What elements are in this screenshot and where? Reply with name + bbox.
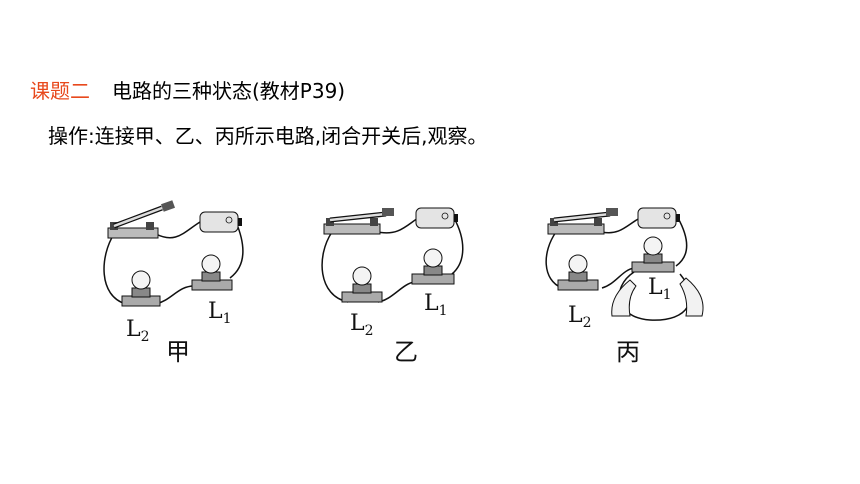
- lamp-l2-label: L2: [126, 317, 150, 345]
- knife-switch-icon: [547, 208, 618, 235]
- hand-icon: [679, 277, 704, 317]
- bulb-icon: [411, 248, 455, 285]
- bulb-icon: [557, 254, 599, 291]
- figure-caption: 甲: [166, 338, 190, 366]
- lamp-l1-label: L1: [424, 291, 448, 319]
- lamp-l1-label: L1: [208, 299, 232, 327]
- knife-switch-icon: [323, 208, 394, 235]
- bulb-icon: [341, 266, 383, 303]
- circuit-figure-bing: L2 L1 丙: [540, 196, 720, 368]
- bulb-icon: [631, 236, 675, 273]
- battery-icon: [415, 207, 458, 229]
- heading-text: 电路的三种状态(教材P39): [112, 78, 346, 103]
- lamp-l1-label: L1: [648, 275, 672, 303]
- instruction-text: 操作:连接甲、乙、丙所示电路,闭合开关后,观察。: [48, 124, 488, 148]
- figure-caption: 丙: [616, 338, 640, 366]
- figure-caption: 乙: [394, 338, 418, 366]
- lamp-l2-label: L2: [568, 303, 592, 331]
- heading: 课题二 电路的三种状态(教材P39): [30, 74, 345, 104]
- knife-switch-icon: [107, 200, 176, 239]
- circuit-figure-jia: L2 L1 甲: [96, 196, 256, 368]
- hand-icon: [611, 279, 637, 317]
- heading-tag: 课题二: [30, 78, 90, 103]
- battery-icon: [637, 207, 680, 229]
- circuit-figure-yi: L2 L1 乙: [314, 196, 474, 368]
- lamp-l2-label: L2: [350, 311, 374, 339]
- bulb-icon: [191, 254, 233, 291]
- battery-icon: [199, 211, 242, 233]
- bulb-icon: [121, 270, 161, 307]
